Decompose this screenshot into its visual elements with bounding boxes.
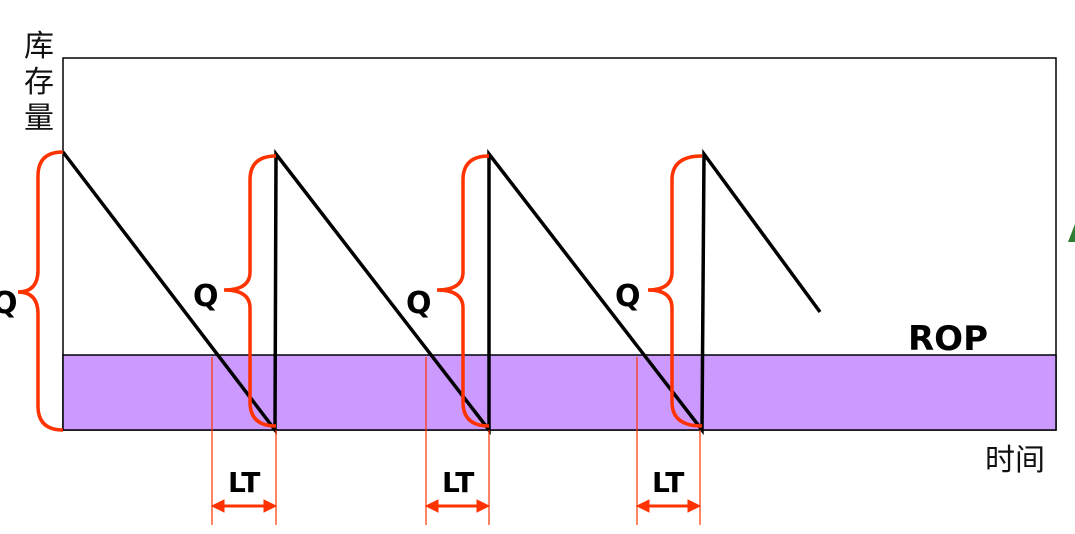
quantity-label-2: Q [193,279,219,314]
lead-time-arrow-1 [210,499,278,513]
lead-time-arrow-3 [635,499,702,513]
lead-time-label-3: LT [652,466,684,499]
lead-time-label-2: LT [442,466,474,499]
y-axis-label-char-3: 量 [24,101,54,136]
quantity-brace-3 [436,154,490,428]
x-axis-label: 时间 [985,443,1045,478]
reorder-point-label: ROP [908,319,988,359]
quantity-brace-4 [647,154,703,428]
decorative-mark [1068,224,1075,242]
quantity-label-1: Q [0,286,18,321]
lead-time-label-1: LT [228,466,260,499]
lead-time-guides [211,357,701,525]
quantity-brace-1 [17,150,64,432]
inventory-level-line [61,148,822,436]
y-axis-label-char-1: 库 [24,29,54,64]
y-axis-label-char-2: 存 [24,65,54,100]
quantity-label-3: Q [406,286,432,321]
quantity-label-4: Q [615,279,641,314]
quantity-brace-2 [223,154,277,428]
lead-time-arrow-2 [424,499,491,513]
